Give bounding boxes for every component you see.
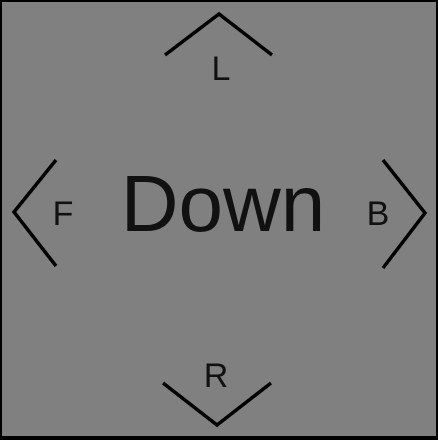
chevron-right-icon[interactable] — [381, 158, 428, 270]
chevron-left-icon[interactable] — [11, 158, 58, 268]
nav-left-label[interactable]: F — [52, 195, 74, 233]
chevron-down-icon[interactable] — [161, 381, 273, 428]
nav-down-label[interactable]: R — [203, 357, 229, 395]
nav-right-label[interactable]: B — [366, 195, 390, 233]
face-label: Down — [120, 159, 326, 248]
chevron-up-icon[interactable] — [163, 11, 274, 57]
nav-up-label[interactable]: L — [211, 50, 231, 88]
